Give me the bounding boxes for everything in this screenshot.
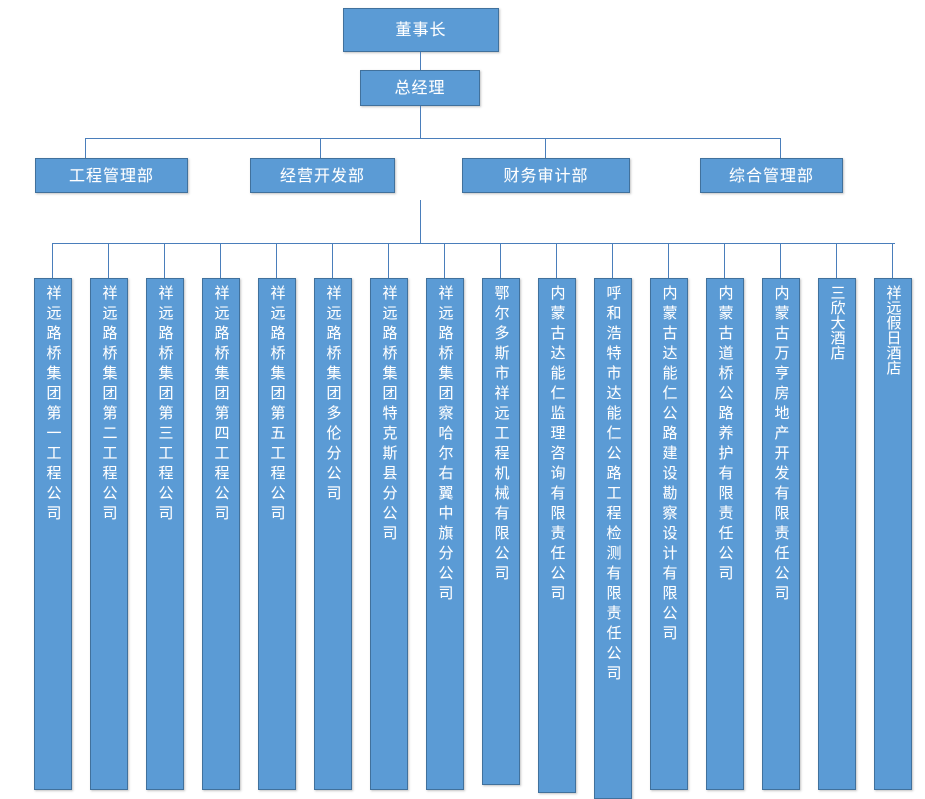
connector-drop-sub-6 [332, 243, 333, 278]
connector-drop-sub-9 [500, 243, 501, 278]
node-subsidiary-13[interactable]: 内蒙古道桥公路养护有限责任公司 [706, 278, 744, 790]
node-subsidiary-12[interactable]: 内蒙古达能仁公路建设勘察设计有限公司 [650, 278, 688, 790]
node-subsidiary-9[interactable]: 鄂尔多斯市祥远工程机械有限公司 [482, 278, 520, 785]
node-subsidiary-4[interactable]: 祥远路桥集团第四工程公司 [202, 278, 240, 790]
connector-gm-down [420, 106, 421, 138]
connector-drop-sub-8 [444, 243, 445, 278]
connector-drop-dept-1 [85, 138, 86, 158]
connector-drop-sub-4 [220, 243, 221, 278]
node-chairman[interactable]: 董事长 [343, 8, 499, 52]
connector-chairman-to-gm [420, 52, 421, 70]
node-subsidiary-label: 内蒙古达能仁公路建设勘察设计有限公司 [660, 285, 679, 645]
connector-drop-sub-1 [52, 243, 53, 278]
node-subsidiary-5[interactable]: 祥远路桥集团第五工程公司 [258, 278, 296, 790]
node-subsidiary-label: 祥远路桥集团第一工程公司 [44, 285, 63, 525]
connector-drop-sub-15 [836, 243, 837, 278]
connector-drop-sub-13 [724, 243, 725, 278]
node-subsidiary-label: 祥远路桥集团第四工程公司 [212, 285, 231, 525]
connector-drop-sub-7 [388, 243, 389, 278]
node-subsidiary-15[interactable]: 三欣大酒店 [818, 278, 856, 790]
node-subsidiary-6[interactable]: 祥远路桥集团多伦分公司 [314, 278, 352, 790]
connector-gm-to-subsidiary-bus [420, 200, 421, 243]
node-subsidiary-label: 内蒙古达能仁监理咨询有限责任公司 [548, 285, 567, 605]
node-subsidiary-label: 呼和浩特市达能仁公路工程检测有限责任公司 [604, 285, 623, 685]
node-subsidiary-16[interactable]: 祥远假日酒店 [874, 278, 912, 790]
connector-subsidiary-bus [52, 243, 895, 244]
node-department-label: 工程管理部 [68, 165, 154, 185]
connector-drop-sub-11 [612, 243, 613, 278]
node-subsidiary-label: 鄂尔多斯市祥远工程机械有限公司 [492, 285, 511, 585]
connector-drop-sub-10 [556, 243, 557, 278]
node-subsidiary-label: 祥远路桥集团第五工程公司 [268, 285, 287, 525]
node-subsidiary-10[interactable]: 内蒙古达能仁监理咨询有限责任公司 [538, 278, 576, 793]
connector-drop-sub-16 [892, 243, 893, 278]
node-subsidiary-label: 祥远路桥集团第二工程公司 [100, 285, 119, 525]
node-subsidiary-label: 内蒙古万亨房地产开发有限责任公司 [772, 285, 791, 605]
node-subsidiary-11[interactable]: 呼和浩特市达能仁公路工程检测有限责任公司 [594, 278, 632, 799]
node-subsidiary-2[interactable]: 祥远路桥集团第二工程公司 [90, 278, 128, 790]
connector-department-bus [85, 138, 781, 139]
node-subsidiary-label: 三欣大酒店 [828, 285, 847, 360]
node-department-label: 综合管理部 [728, 165, 814, 185]
connector-drop-sub-14 [780, 243, 781, 278]
node-subsidiary-label: 祥远路桥集团察哈尔右翼中旗分公司 [436, 285, 455, 605]
node-subsidiary-7[interactable]: 祥远路桥集团特克斯县分公司 [370, 278, 408, 790]
node-department-label: 经营开发部 [279, 165, 365, 185]
connector-drop-dept-2 [320, 138, 321, 158]
node-department-business-development[interactable]: 经营开发部 [250, 158, 395, 193]
node-subsidiary-label: 祥远路桥集团多伦分公司 [324, 285, 343, 505]
node-department-general-management[interactable]: 综合管理部 [700, 158, 843, 193]
connector-drop-sub-12 [668, 243, 669, 278]
connector-drop-sub-5 [276, 243, 277, 278]
node-general-manager[interactable]: 总经理 [360, 70, 480, 106]
node-subsidiary-label: 祥远假日酒店 [884, 285, 903, 375]
connector-drop-dept-3 [545, 138, 546, 158]
node-general-manager-label: 总经理 [394, 78, 446, 97]
node-subsidiary-3[interactable]: 祥远路桥集团第三工程公司 [146, 278, 184, 790]
node-subsidiary-label: 祥远路桥集团特克斯县分公司 [380, 285, 399, 545]
node-department-finance-audit[interactable]: 财务审计部 [462, 158, 630, 193]
node-subsidiary-14[interactable]: 内蒙古万亨房地产开发有限责任公司 [762, 278, 800, 790]
node-subsidiary-8[interactable]: 祥远路桥集团察哈尔右翼中旗分公司 [426, 278, 464, 790]
connector-drop-sub-3 [164, 243, 165, 278]
connector-drop-dept-4 [780, 138, 781, 158]
node-department-label: 财务审计部 [503, 165, 589, 185]
node-subsidiary-1[interactable]: 祥远路桥集团第一工程公司 [34, 278, 72, 790]
node-chairman-label: 董事长 [395, 20, 447, 39]
node-department-engineering-management[interactable]: 工程管理部 [35, 158, 188, 193]
connector-drop-sub-2 [108, 243, 109, 278]
node-subsidiary-label: 祥远路桥集团第三工程公司 [156, 285, 175, 525]
node-subsidiary-label: 内蒙古道桥公路养护有限责任公司 [716, 285, 735, 585]
